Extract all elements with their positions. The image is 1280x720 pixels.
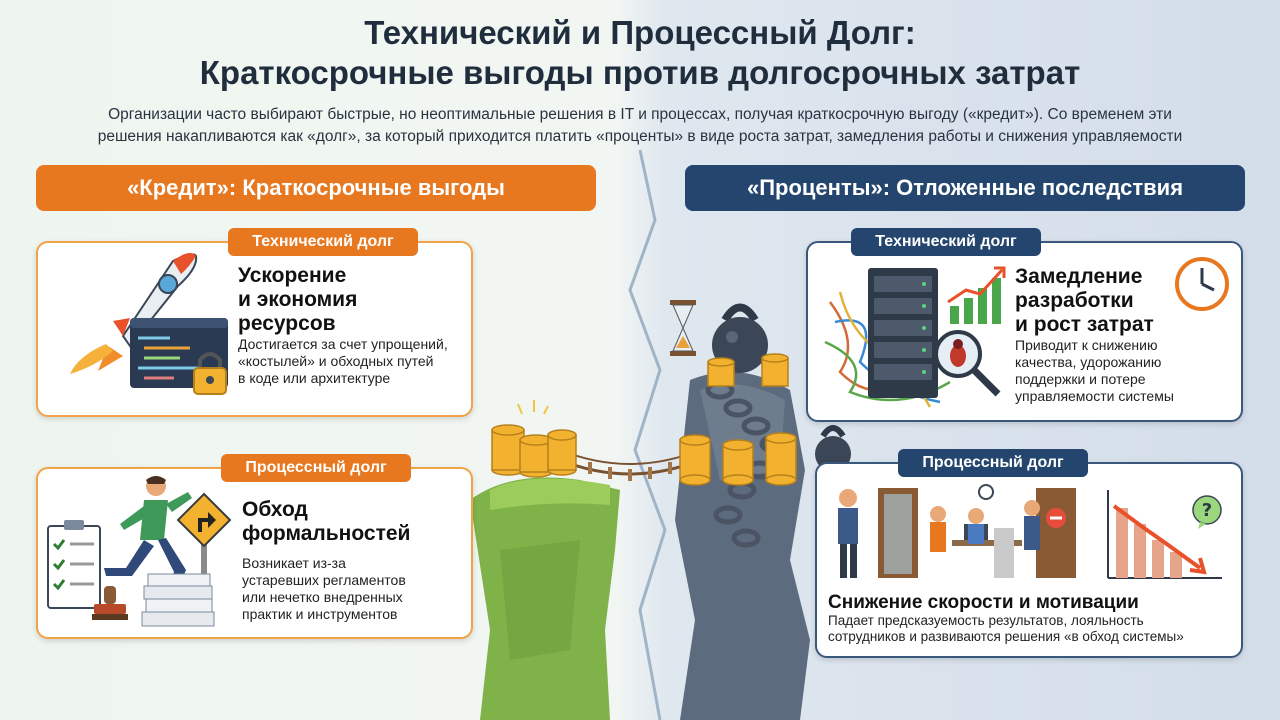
bug-magnifier-icon [934, 330, 1001, 397]
credit-tech-desc-line3: в коде или архитектуре [238, 370, 391, 386]
padlock-icon [193, 352, 227, 395]
coin-stack-icon [491, 400, 577, 478]
interest-tech-desc-line4: управляемости системы [1015, 388, 1174, 404]
credit-tech-debt-card [36, 241, 473, 417]
credit-banner: «Кредит»: Краткосрочные выгоды [36, 165, 596, 211]
hourglass-icon [670, 300, 696, 356]
credit-tech-description: Достигается за счет упрощений, «костылей… [238, 336, 468, 387]
page-title-line1: Технический и Процессный Долг: [364, 14, 916, 51]
credit-process-desc-line1: Возникает из-за [242, 555, 346, 571]
chasm-crack [628, 149, 667, 720]
credit-tech-heading: Ускорение и экономия ресурсов [238, 264, 463, 336]
page-title-line2: Краткосрочные выгоды против долгосрочных… [199, 54, 1081, 91]
credit-tech-heading-line2: и экономия [238, 288, 358, 311]
interest-tech-desc-line1: Приводит к снижению [1015, 337, 1158, 353]
server-rack-icon [868, 268, 938, 398]
interest-tech-heading: Замедление разработки и рост затрат [1015, 265, 1215, 337]
credit-process-heading-line1: Обход [242, 498, 308, 521]
declining-chart-icon [1107, 490, 1222, 579]
page-subtitle: Организации часто выбирают быстрые, но н… [40, 104, 1240, 148]
office-workers-icon [838, 484, 1076, 578]
interest-process-desc-line2: сотрудников и развиваются решения «в обх… [828, 629, 1184, 644]
clock-icon [1175, 257, 1229, 311]
book-stack-icon [141, 573, 215, 627]
interest-process-desc-line1: Падает предсказуемость результатов, лоял… [828, 613, 1144, 628]
credit-tech-desc-line1: Достигается за счет упрощений, [238, 336, 448, 352]
interest-process-heading: Снижение скорости и мотивации [828, 592, 1139, 613]
credit-tech-desc-line2: «костылей» и обходных путей [238, 353, 434, 369]
credit-tech-heading-line3: ресурсов [238, 312, 336, 335]
credit-process-heading-line2: формальностей [242, 522, 411, 545]
interest-process-description: Падает предсказуемость результатов, лоял… [828, 613, 1233, 645]
question-bubble-icon: ? [1192, 495, 1222, 529]
growth-chart-icon [947, 266, 1006, 324]
credit-process-desc-line2: устаревших регламентов [242, 572, 406, 588]
cliff-left-illustration [470, 477, 620, 720]
credit-process-debt-tag: Процессный долг [221, 454, 411, 482]
credit-process-desc-line3: или нечетко внедренных [242, 589, 403, 605]
checklist-icon [47, 520, 101, 609]
interest-tech-heading-line2: разработки [1015, 289, 1134, 312]
subtitle-line1: Организации часто выбирают быстрые, но н… [108, 106, 1172, 123]
interest-process-debt-tag: Процессный долг [898, 449, 1088, 477]
running-man-icon [104, 476, 192, 594]
interest-tech-heading-line3: и рост затрат [1015, 313, 1154, 336]
subtitle-line2: решения накапливаются как «долг», за кот… [97, 128, 1183, 145]
coin-stack-icon [679, 432, 797, 486]
turn-sign-icon [176, 492, 232, 602]
interest-tech-description: Приводит к снижению качества, удорожанию… [1015, 337, 1235, 405]
interest-tech-desc-line2: качества, удорожанию [1015, 354, 1162, 370]
stamp-icon [92, 586, 128, 620]
interest-tech-heading-line1: Замедление [1015, 265, 1143, 288]
credit-process-description: Возникает из-за устаревших регламентов и… [242, 555, 467, 623]
interest-tech-debt-tag: Технический долг [851, 228, 1041, 256]
interest-banner: «Проценты»: Отложенные последствия [685, 165, 1245, 211]
credit-process-desc-line4: практик и инструментов [242, 606, 398, 622]
interest-tech-desc-line3: поддержки и потере [1015, 371, 1146, 387]
svg-text:?: ? [1202, 500, 1212, 521]
credit-tech-debt-tag: Технический долг [228, 228, 418, 256]
coin-stack-icon [707, 353, 789, 387]
credit-process-heading: Обход формальностей [242, 498, 467, 546]
credit-tech-heading-line1: Ускорение [238, 264, 347, 287]
